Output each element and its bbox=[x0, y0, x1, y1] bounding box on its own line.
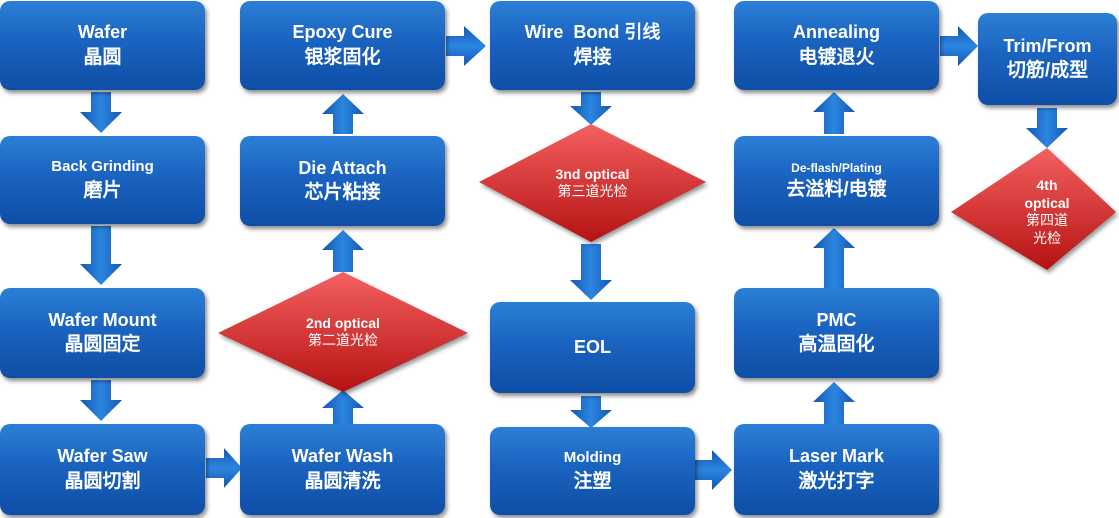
arrow-down-wirebond-to-3rd-optical bbox=[570, 92, 612, 125]
step-label-cn: 高温固化 bbox=[798, 334, 875, 356]
inspection-label-en-1: 4th bbox=[1036, 177, 1058, 193]
inspection-label-cn-2: 光检 bbox=[1033, 229, 1061, 246]
step-annealing: Annealing 电镀退火 bbox=[734, 1, 939, 90]
step-label-en: De-flash/Plating bbox=[791, 160, 882, 175]
step-label-cn: 注塑 bbox=[573, 470, 612, 492]
step-back-grinding: Back Grinding 磨片 bbox=[0, 136, 205, 224]
step-label-en: Laser Mark bbox=[788, 446, 885, 467]
diamond-3rd-optical bbox=[479, 124, 706, 242]
step-label-en: Molding bbox=[563, 448, 622, 466]
arrow-right-molding-to-lasermark bbox=[694, 450, 732, 490]
step-label-cn: 焊接 bbox=[573, 46, 612, 68]
step-label-en: EOL bbox=[573, 337, 611, 358]
arrow-up-pmc-to-deflash bbox=[813, 228, 855, 288]
step-pmc: PMC 高温固化 bbox=[734, 288, 939, 378]
diamond-2nd-optical bbox=[218, 272, 468, 392]
step-label-en: Die Attach bbox=[298, 157, 387, 178]
step-epoxy-cure: Epoxy Cure 银浆固化 bbox=[240, 1, 445, 90]
arrow-down-trim-to-4th-optical bbox=[1026, 108, 1068, 148]
arrow-up-2nd-optical-to-dieattach bbox=[322, 230, 364, 272]
step-wafer-mount: Wafer Mount 晶圆固定 bbox=[0, 288, 205, 378]
step-label-en: Epoxy Cure bbox=[292, 22, 393, 43]
step-label-en: Wire Bond 引线 bbox=[524, 22, 661, 43]
step-label-en: Wafer Wash bbox=[291, 446, 394, 467]
step-label-cn: 晶圆固定 bbox=[64, 334, 141, 356]
step-label-cn: 电镀退火 bbox=[798, 46, 875, 68]
step-eol: EOL bbox=[490, 302, 695, 393]
step-label-en: PMC bbox=[816, 309, 857, 330]
step-die-attach: Die Attach 芯片粘接 bbox=[240, 136, 445, 226]
step-laser-mark: Laser Mark 激光打字 bbox=[734, 424, 939, 515]
inspection-label-en-2: optical bbox=[1024, 194, 1070, 211]
step-label-cn: 晶圆清洗 bbox=[304, 470, 381, 492]
arrow-right-saw-to-wash bbox=[206, 448, 242, 488]
step-label-en: Back Grinding bbox=[51, 157, 154, 175]
arrow-up-dieattach-to-epoxy bbox=[322, 94, 364, 134]
step-wire-bond: Wire Bond 引线 焊接 bbox=[490, 1, 695, 90]
diamond-4th-optical bbox=[951, 148, 1116, 270]
step-molding: Molding 注塑 bbox=[490, 427, 695, 515]
step-trim-form: Trim/From 切筋/成型 bbox=[978, 13, 1117, 105]
step-label-cn: 切筋/成型 bbox=[1006, 60, 1089, 82]
arrow-up-deflash-to-annealing bbox=[813, 92, 855, 134]
step-label-en: Wafer bbox=[77, 22, 128, 43]
step-label-en: Trim/From bbox=[1003, 35, 1092, 56]
arrow-down-backgrinding-to-mount bbox=[80, 226, 122, 285]
step-label-en: Wafer Mount bbox=[48, 309, 157, 330]
step-label-cn: 激光打字 bbox=[798, 470, 875, 492]
arrow-right-epoxy-to-wirebond bbox=[446, 26, 486, 66]
inspection-label-en: 3nd optical bbox=[555, 165, 630, 182]
arrow-up-lasermark-to-pmc bbox=[813, 382, 855, 425]
step-wafer-wash: Wafer Wash 晶圆清洗 bbox=[240, 424, 445, 515]
inspection-3rd-optical: 3nd optical 第三道光检 bbox=[479, 124, 706, 242]
inspection-4th-optical: 4th optical 第四道 光检 bbox=[999, 164, 1095, 260]
inspection-label-cn-1: 第四道 bbox=[1026, 212, 1068, 228]
inspection-label-en: 2nd optical bbox=[306, 314, 380, 331]
step-label-en: Annealing bbox=[792, 22, 880, 43]
step-wafer: Wafer 晶圆 bbox=[0, 1, 205, 90]
inspection-2nd-optical: 2nd optical 第二道光检 bbox=[218, 272, 468, 392]
arrow-down-eol-to-molding bbox=[570, 396, 612, 428]
step-label-cn: 磨片 bbox=[83, 179, 122, 201]
arrow-down-wafer-to-backgrinding bbox=[80, 92, 122, 133]
step-label-cn: 晶圆切割 bbox=[64, 470, 141, 492]
arrow-right-annealing-to-trim bbox=[940, 26, 978, 66]
step-label-cn: 银浆固化 bbox=[304, 46, 381, 68]
step-label-en: Wafer Saw bbox=[57, 446, 148, 467]
arrow-down-3rd-optical-to-eol bbox=[570, 244, 612, 300]
step-label-cn: 晶圆 bbox=[83, 46, 122, 68]
inspection-label-cn: 第三道光检 bbox=[557, 183, 628, 199]
inspection-label-cn: 第二道光检 bbox=[308, 332, 378, 348]
arrow-down-mount-to-saw bbox=[80, 380, 122, 421]
step-label-cn: 去溢料/电镀 bbox=[786, 178, 887, 200]
step-deflash-plating: De-flash/Plating 去溢料/电镀 bbox=[734, 136, 939, 226]
step-wafer-saw: Wafer Saw 晶圆切割 bbox=[0, 424, 205, 515]
step-label-cn: 芯片粘接 bbox=[304, 182, 381, 204]
arrow-up-wash-to-2nd-optical bbox=[322, 390, 364, 425]
